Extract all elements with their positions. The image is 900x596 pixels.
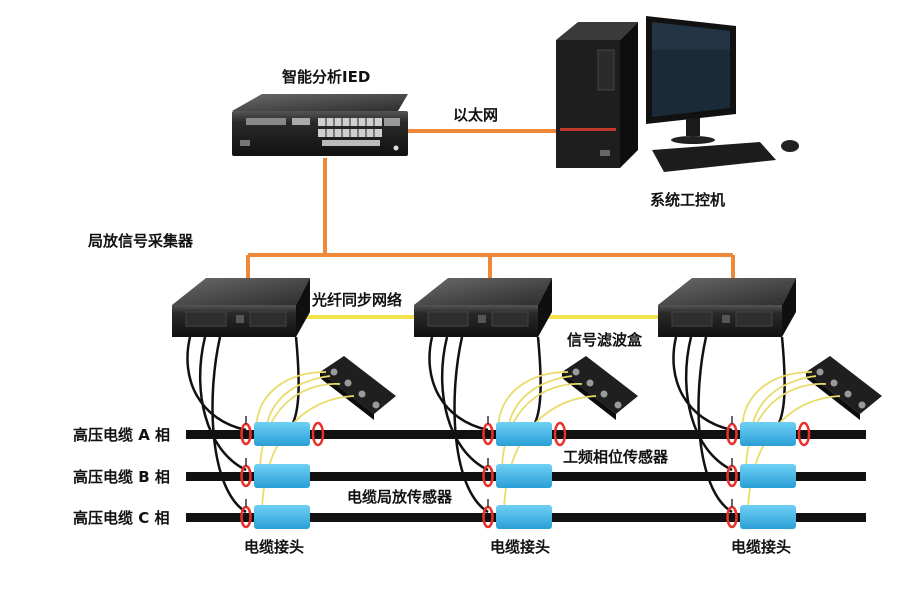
pd-sensor-sleeve: [740, 505, 796, 529]
joint-label-2: 电缆接头: [490, 538, 550, 556]
pd-sensor-sleeve: [496, 464, 552, 488]
collector-3: [658, 278, 796, 337]
phase-a-label: 高压电缆 A 相: [73, 426, 170, 444]
phase-sensor-ring: [311, 421, 325, 447]
filter-box-label: 信号滤波盒: [567, 331, 643, 349]
phase-sensor-ring: [553, 421, 567, 447]
pd-sensor-sleeve: [496, 505, 552, 529]
collector-1: [172, 278, 310, 337]
pd-sensor-sleeve: [254, 422, 310, 446]
joint-label-1: 电缆接头: [244, 538, 304, 556]
signal-cables-2: [428, 336, 542, 514]
phase-sensor-label: 工频相位传感器: [563, 448, 669, 466]
filter-box-1: [320, 356, 396, 420]
filter-box-2: [562, 356, 638, 420]
ied-device: [232, 94, 408, 156]
collector-label: 局放信号采集器: [87, 232, 194, 250]
cable-joints: [240, 416, 811, 529]
pd-sensor-sleeve: [496, 422, 552, 446]
pd-sensor-sleeve: [254, 464, 310, 488]
filter-box-3: [806, 356, 882, 420]
workstation-pc: [556, 16, 799, 172]
phase-c-label: 高压电缆 C 相: [73, 509, 169, 527]
pd-sensor-sleeve: [254, 505, 310, 529]
pd-sensor-label: 电缆局放传感器: [347, 488, 453, 506]
pd-sensor-sleeve: [740, 422, 796, 446]
pc-label: 系统工控机: [650, 191, 725, 209]
ethernet-network: [246, 129, 735, 278]
pd-sensor-sleeve: [740, 464, 796, 488]
signal-cables-1: [186, 336, 300, 514]
joint-label-3: 电缆接头: [731, 538, 791, 556]
phase-sensor-ring: [797, 421, 811, 447]
phase-b-label: 高压电缆 B 相: [73, 468, 170, 486]
fiber-label: 光纤同步网络: [311, 291, 402, 309]
ied-label: 智能分析IED: [282, 68, 370, 86]
signal-cables-3: [672, 336, 786, 514]
collector-2: [414, 278, 552, 337]
ethernet-label: 以太网: [453, 106, 498, 124]
